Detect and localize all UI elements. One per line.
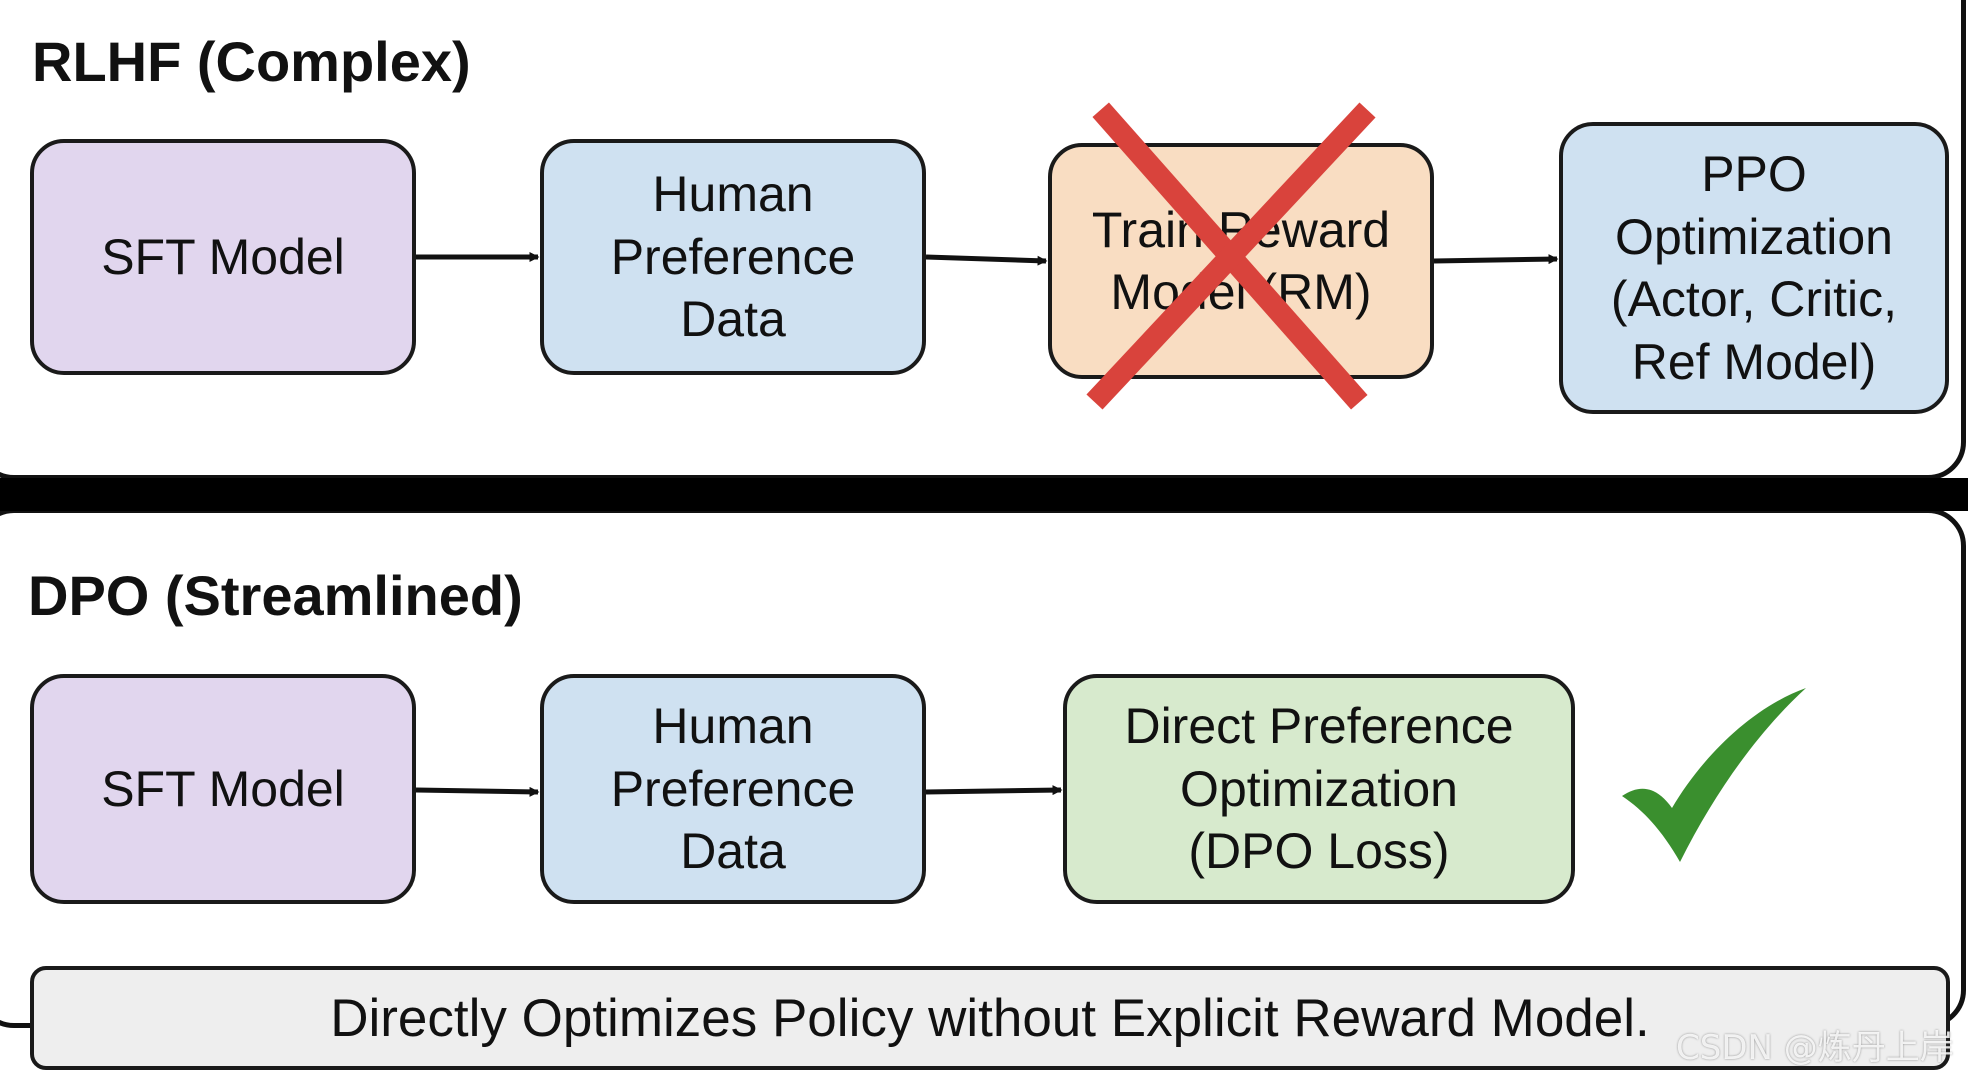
- rlhf-step-ppo-optimization-label: PPO Optimization (Actor, Critic, Ref Mod…: [1610, 146, 1898, 390]
- rlhf-step-train-reward-model-label: Train Reward Model (RM): [1091, 201, 1391, 321]
- rlhf-step-human-preference-data-label: Human Preference Data: [610, 166, 856, 348]
- dpo-step-direct-preference-optimization-label: Direct Preference Optimization (DPO Loss…: [1124, 698, 1514, 880]
- rlhf-step-sft-model: SFT Model: [30, 139, 416, 375]
- dpo-step-human-preference-data-label: Human Preference Data: [610, 698, 856, 880]
- rlhf-section-title: RLHF (Complex): [32, 30, 471, 93]
- section-divider: [0, 478, 1968, 511]
- rlhf-step-human-preference-data: Human Preference Data: [540, 139, 926, 375]
- watermark-text: CSDN @炼丹上岸: [1676, 1028, 1954, 1068]
- dpo-section-title: DPO (Streamlined): [28, 564, 523, 627]
- dpo-step-human-preference-data: Human Preference Data: [540, 674, 926, 904]
- rlhf-step-train-reward-model: Train Reward Model (RM): [1048, 143, 1434, 379]
- dpo-step-direct-preference-optimization: Direct Preference Optimization (DPO Loss…: [1063, 674, 1575, 904]
- dpo-step-sft-model-label: SFT Model: [101, 760, 345, 817]
- summary-banner: Directly Optimizes Policy without Explic…: [30, 966, 1950, 1070]
- rlhf-step-sft-model-label: SFT Model: [101, 228, 345, 285]
- summary-banner-text: Directly Optimizes Policy without Explic…: [330, 988, 1650, 1048]
- rlhf-step-ppo-optimization: PPO Optimization (Actor, Critic, Ref Mod…: [1559, 122, 1949, 414]
- dpo-step-sft-model: SFT Model: [30, 674, 416, 904]
